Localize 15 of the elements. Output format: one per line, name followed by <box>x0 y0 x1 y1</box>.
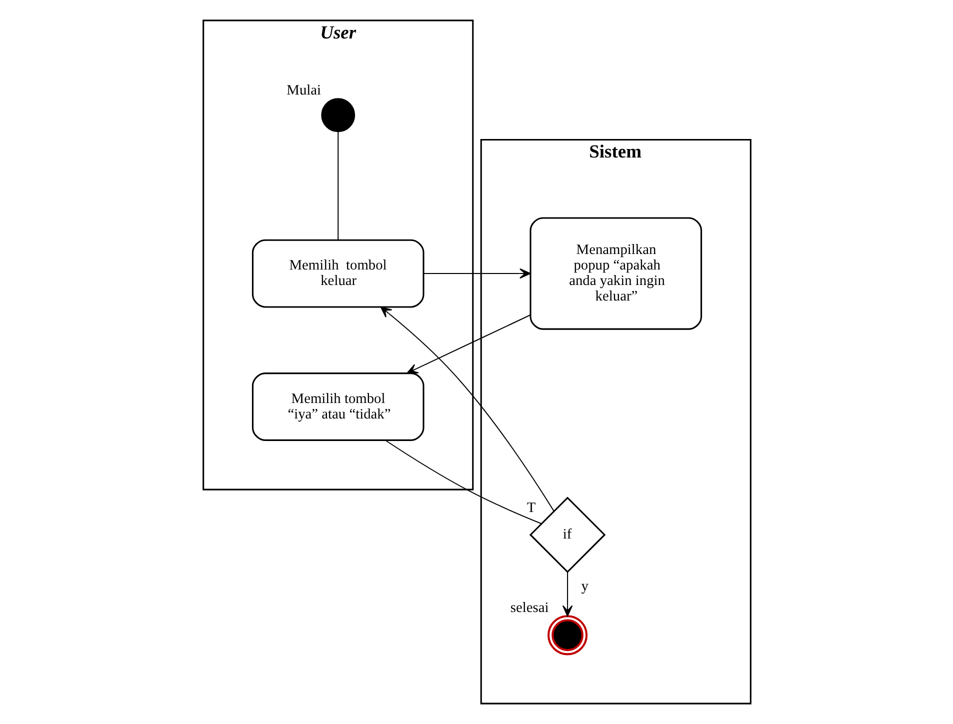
node-box: Memilih tombol keluar <box>251 239 424 308</box>
edge-label: y <box>580 578 588 594</box>
node-label: Mulai <box>286 82 321 99</box>
connector <box>337 132 338 240</box>
arrow <box>406 314 530 374</box>
node-box: Memilih tombol “iya” atau “tidak” <box>251 372 424 441</box>
node-circle <box>320 98 355 132</box>
arrow <box>562 572 572 617</box>
arrow <box>423 268 530 279</box>
node-box: Menampilkan popup “apakah anda yakin ingin keluar” <box>529 217 702 330</box>
node-label: selesai <box>510 600 548 616</box>
node-circle <box>546 615 588 656</box>
arrow <box>380 306 554 512</box>
connector <box>384 440 542 524</box>
edge-label: T <box>526 500 536 516</box>
